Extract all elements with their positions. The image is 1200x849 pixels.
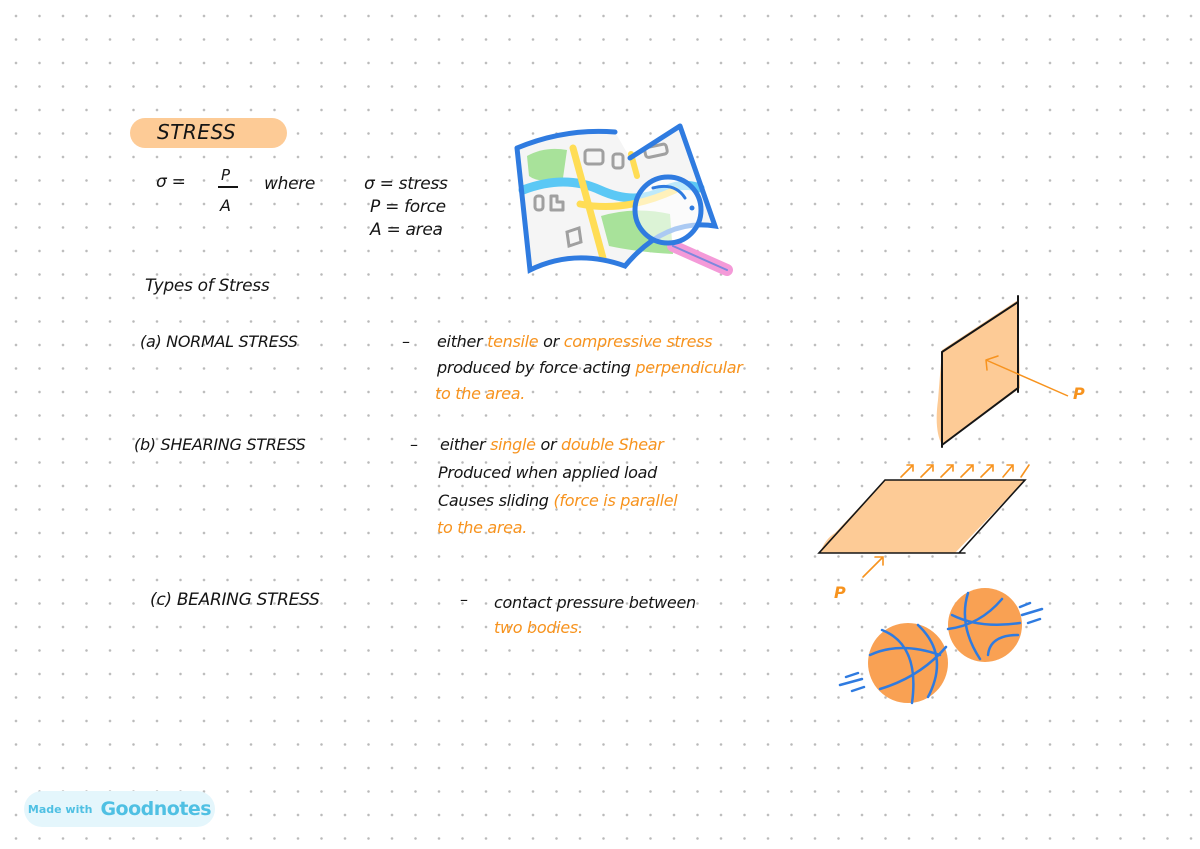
type-a-label: (a) NORMAL STRESS — [140, 332, 298, 351]
type-a-line-3: to the area. — [435, 384, 526, 403]
definition-force: P = force — [370, 197, 446, 217]
badge-prefix: Made with — [27, 802, 93, 816]
type-b-line-2: Produced when applied load — [438, 463, 657, 482]
map-magnifier-illustration — [514, 123, 733, 276]
formula-numerator: P — [221, 166, 230, 184]
type-a-line-1: either tensile or compressive stress — [437, 332, 713, 351]
type-b-label: (b) SHEARING STRESS — [134, 435, 306, 454]
type-a-line-2: produced by force acting perpendicular — [437, 358, 743, 377]
shear-stress-diagram — [817, 464, 1030, 578]
type-c-label: (c) BEARING STRESS — [150, 590, 320, 610]
title-highlight — [130, 118, 287, 148]
normal-stress-diagram — [936, 295, 1069, 448]
made-with-goodnotes-badge[interactable]: Made with Goodnotes — [24, 791, 215, 827]
shear-force-label: P — [834, 583, 846, 602]
type-c-dash: – — [460, 590, 468, 609]
type-b-line-4: to the area. — [437, 518, 528, 537]
definition-stress: σ = stress — [364, 174, 448, 194]
section-heading: Types of Stress — [145, 276, 270, 296]
definition-area: A = area — [370, 220, 443, 240]
formula-where: where — [264, 174, 316, 194]
page-title: STRESS — [157, 120, 237, 144]
fraction-bar — [218, 186, 238, 188]
type-c-line-2: two bodies. — [494, 618, 583, 637]
type-c-line-1: contact pressure between — [494, 593, 696, 612]
basketballs-illustration — [838, 588, 1044, 705]
badge-brand: Goodnotes — [100, 798, 212, 820]
type-b-dash: – — [410, 435, 418, 454]
formula-lhs: σ = — [156, 172, 186, 192]
formula-denominator: A — [220, 196, 231, 215]
type-a-dash: – — [402, 332, 410, 351]
normal-force-label: P — [1073, 384, 1085, 403]
type-b-line-3: Causes sliding (force is parallel — [438, 491, 678, 510]
type-b-line-1: either single or double Shear — [440, 435, 664, 454]
